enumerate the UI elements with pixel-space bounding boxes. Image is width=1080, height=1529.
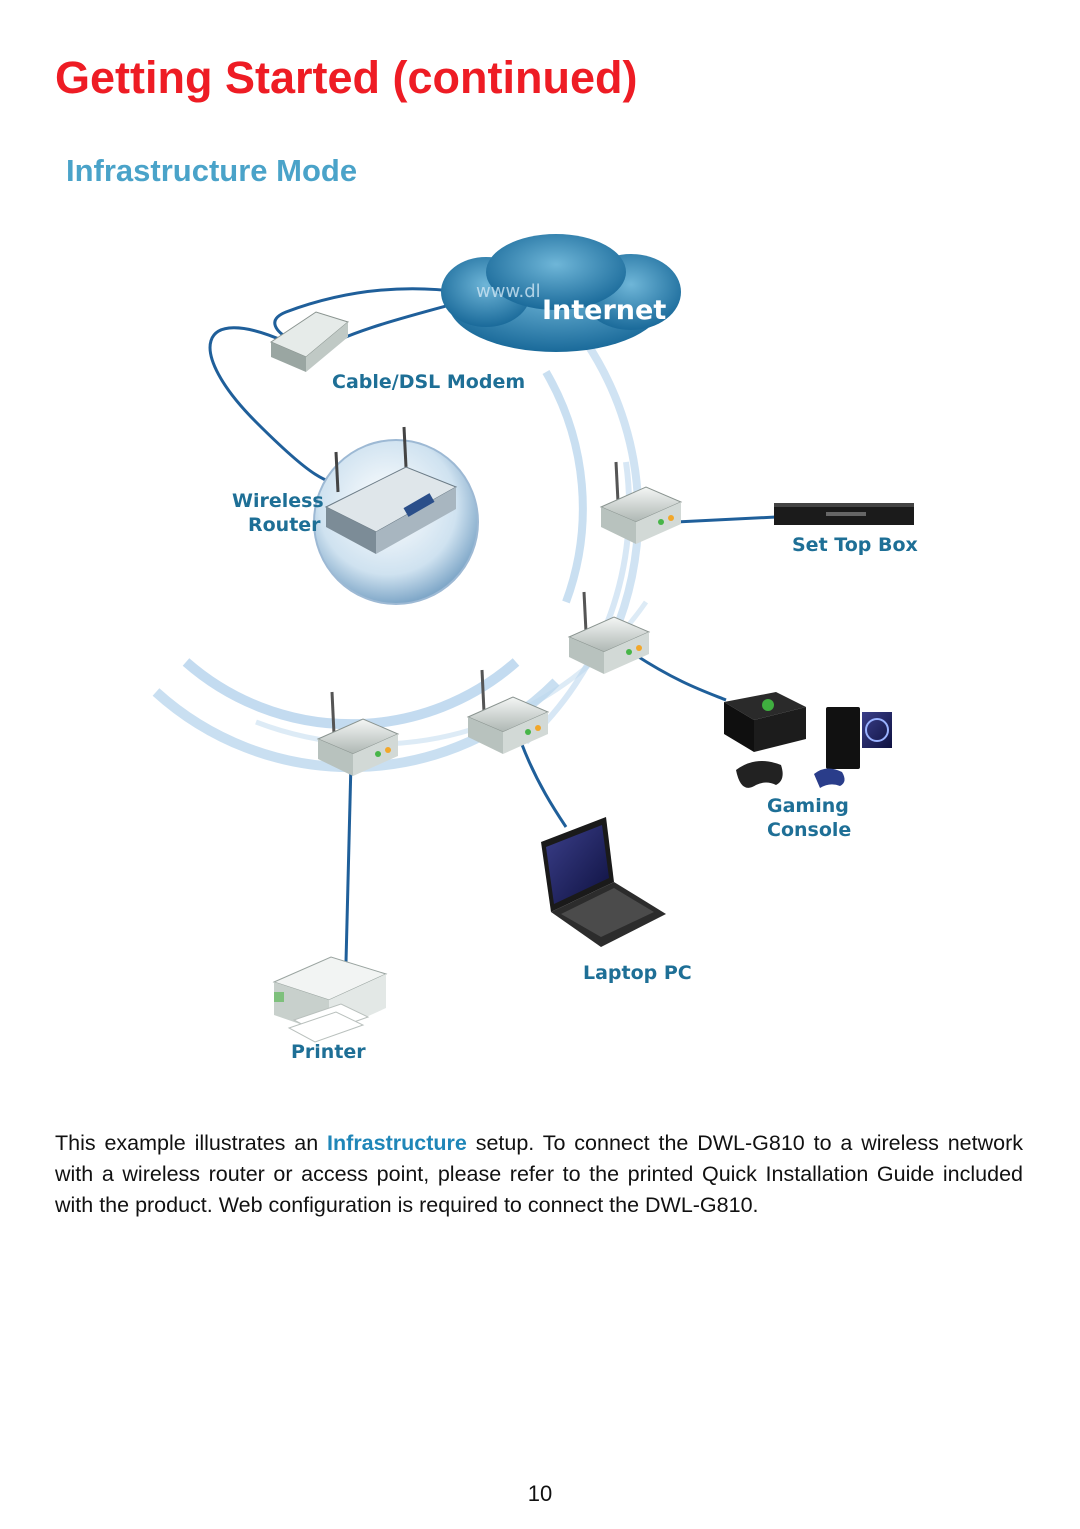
gaming-console-label-line1: Gaming: [767, 795, 849, 817]
internet-url: www.dl: [476, 281, 541, 302]
modem-label: Cable/DSL Modem: [332, 371, 525, 393]
access-point-icon-laptop: [466, 669, 550, 754]
infrastructure-diagram: www.dl Internet Cable/DSL Modem Wireless…: [86, 222, 1006, 1102]
printer-icon: [272, 956, 388, 1043]
laptop-label: Laptop PC: [583, 962, 692, 984]
laptop-icon: [541, 817, 666, 947]
section-title: Infrastructure Mode: [66, 153, 358, 188]
access-point-icon-set-top-box: [599, 461, 683, 544]
description-text-after: setup. To connect the DWL-G810 to a wire…: [55, 1131, 1023, 1217]
modem-icon: [269, 311, 350, 372]
internet-label: Internet: [542, 295, 666, 326]
description-text-before: This example illustrates an: [55, 1131, 328, 1155]
access-point-icon-gaming: [567, 591, 651, 674]
set-top-box-label: Set Top Box: [792, 534, 918, 556]
gaming-console-label-line2: Console: [767, 819, 851, 841]
router-label-line2: Router: [248, 514, 321, 536]
wireless-router-icon: [313, 426, 479, 605]
internet-cloud-icon: www.dl Internet: [441, 234, 681, 352]
gaming-console-icon: [724, 692, 892, 788]
set-top-box-icon: [774, 503, 914, 525]
page-title: Getting Started (continued): [55, 52, 638, 103]
description-paragraph: This example illustrates an Infrastructu…: [55, 1128, 1023, 1221]
printer-label: Printer: [291, 1041, 366, 1063]
infrastructure-highlight: Infrastructure: [327, 1131, 467, 1155]
page-number: 10: [527, 1481, 553, 1506]
access-point-icon-printer: [316, 691, 400, 776]
router-label-line1: Wireless: [232, 490, 324, 512]
